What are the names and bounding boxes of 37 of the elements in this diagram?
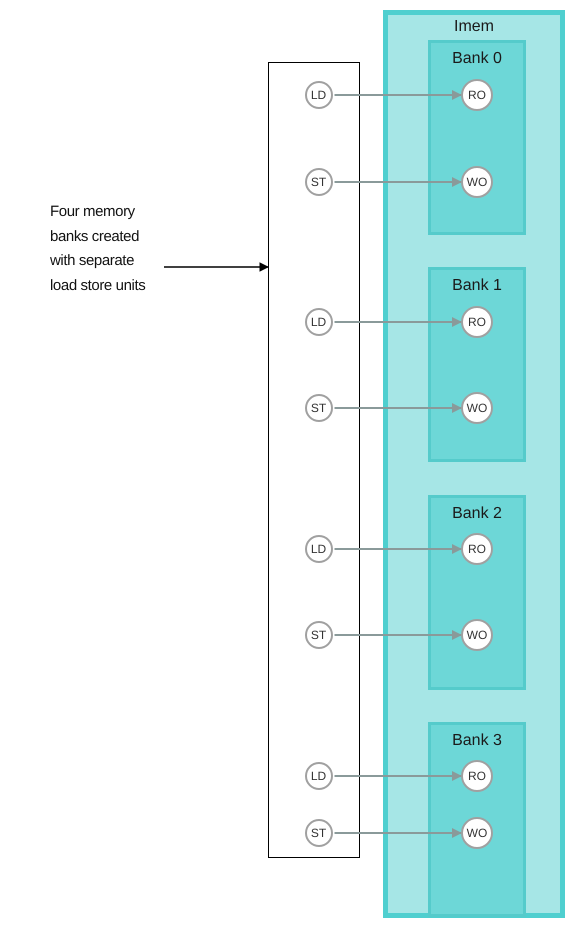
arrow <box>164 262 269 272</box>
arrow <box>334 630 462 640</box>
bank-title: Bank 3 <box>451 732 503 750</box>
port-circle: LD <box>304 80 332 108</box>
memory-panel <box>383 10 565 918</box>
bank-panel <box>428 495 526 690</box>
port-circle: ST <box>304 168 332 196</box>
port-circle: LD <box>304 534 332 562</box>
load-store-unit-panel <box>268 62 360 858</box>
port-circle: ST <box>304 818 332 846</box>
bank-panel <box>428 722 526 917</box>
port-circle: WO <box>461 392 493 424</box>
port-circle: ST <box>304 394 332 422</box>
arrow <box>334 177 462 187</box>
port-circle: RO <box>461 79 493 111</box>
arrow <box>334 544 462 554</box>
bank-panel <box>428 267 526 462</box>
arrow <box>334 90 462 100</box>
note-text: Four memory banks created with separate load store units <box>50 200 162 300</box>
arrow <box>334 771 462 781</box>
bank-title: Bank 1 <box>451 277 503 295</box>
port-circle: LD <box>304 762 332 790</box>
port-circle: WO <box>461 619 493 651</box>
port-circle: RO <box>461 533 493 565</box>
arrow <box>334 828 462 838</box>
arrow <box>334 317 462 327</box>
bank-panel <box>428 40 526 235</box>
port-circle: LD <box>304 308 332 336</box>
memory-title: Imem <box>453 18 495 36</box>
arrow <box>334 403 462 413</box>
port-circle: WO <box>461 817 493 849</box>
port-circle: ST <box>304 620 332 648</box>
bank-title: Bank 0 <box>451 50 503 68</box>
port-circle: RO <box>461 306 493 338</box>
bank-title: Bank 2 <box>451 505 503 523</box>
port-circle: RO <box>461 760 493 792</box>
port-circle: WO <box>461 166 493 198</box>
